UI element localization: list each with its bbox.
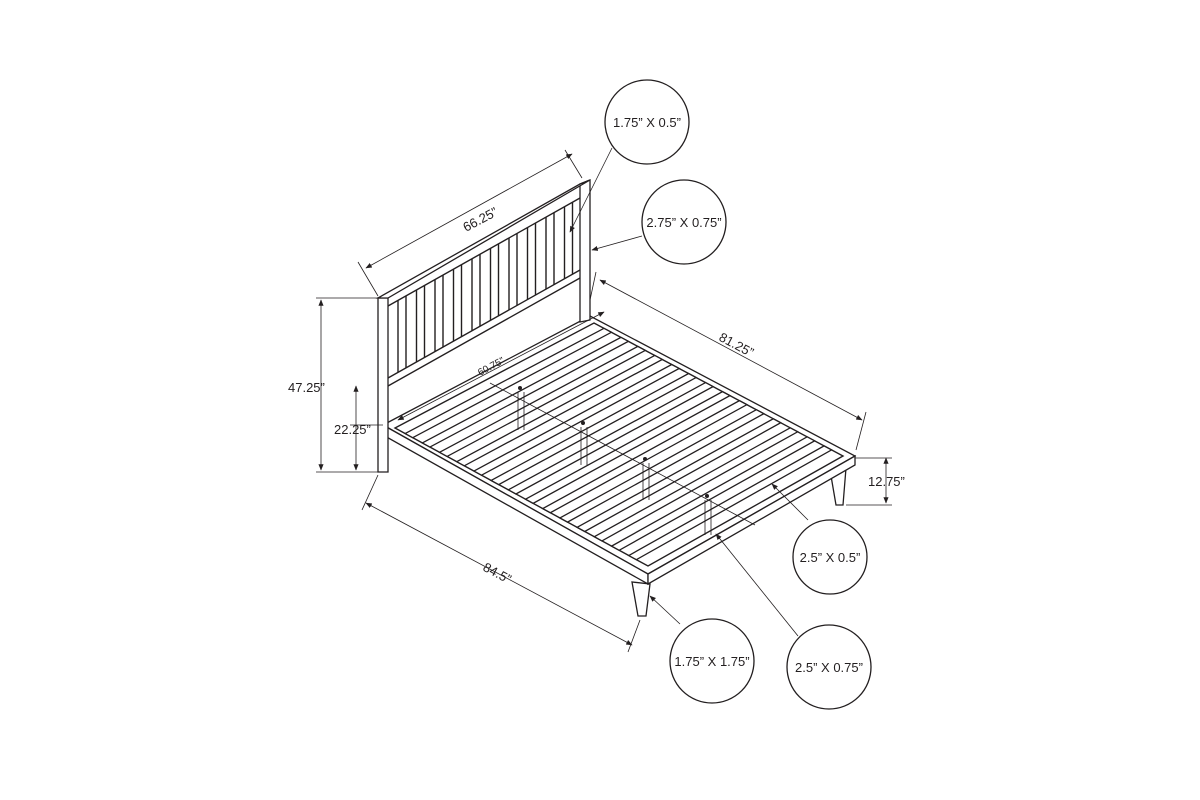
- callout-leg: 1.75” X 1.75”: [674, 654, 749, 669]
- spindle: [452, 264, 463, 342]
- dim-headboard-width: 66.25”: [460, 204, 500, 235]
- slat: [627, 445, 833, 561]
- spindle: [415, 285, 426, 362]
- headboard-left-post: [377, 297, 389, 473]
- callout-circle-post: [641, 179, 727, 265]
- callout-spindle: 1.75” X 0.5”: [613, 115, 681, 130]
- dim-rail-height: 22.25”: [334, 422, 371, 437]
- spindle: [434, 275, 444, 352]
- spindle: [563, 202, 574, 279]
- foot-rail: [647, 454, 856, 586]
- callout-slat: 2.5” X 0.5”: [800, 550, 861, 565]
- bed-frame: [381, 315, 857, 617]
- callout-circle-rail: [786, 624, 872, 710]
- callout-post: 2.75” X 0.75”: [646, 215, 721, 230]
- dim-side-length: 81.25”: [717, 329, 757, 360]
- spindle: [471, 254, 481, 331]
- dim-leg-height: 12.75”: [868, 474, 905, 489]
- spindle: [508, 233, 518, 310]
- callout-circle-leg: [669, 618, 755, 704]
- callout-rail: 2.5” X 0.75”: [795, 660, 863, 675]
- dimension-lines: [316, 149, 892, 653]
- front-leg: [631, 581, 651, 617]
- dim-total-length: 84.5”: [481, 559, 514, 586]
- callout-circle-slat: [792, 519, 868, 595]
- spindle: [526, 223, 537, 300]
- spindle: [397, 295, 407, 373]
- callouts: 1.75” X 0.5” 2.75” X 0.75” 2.5” X 0.5” 1…: [569, 79, 872, 710]
- spindle: [545, 212, 555, 290]
- callout-circle-spindle: [604, 79, 690, 165]
- dim-total-height: 47.25”: [288, 380, 325, 395]
- spindle: [489, 243, 500, 321]
- headboard-top-rail: [375, 179, 591, 299]
